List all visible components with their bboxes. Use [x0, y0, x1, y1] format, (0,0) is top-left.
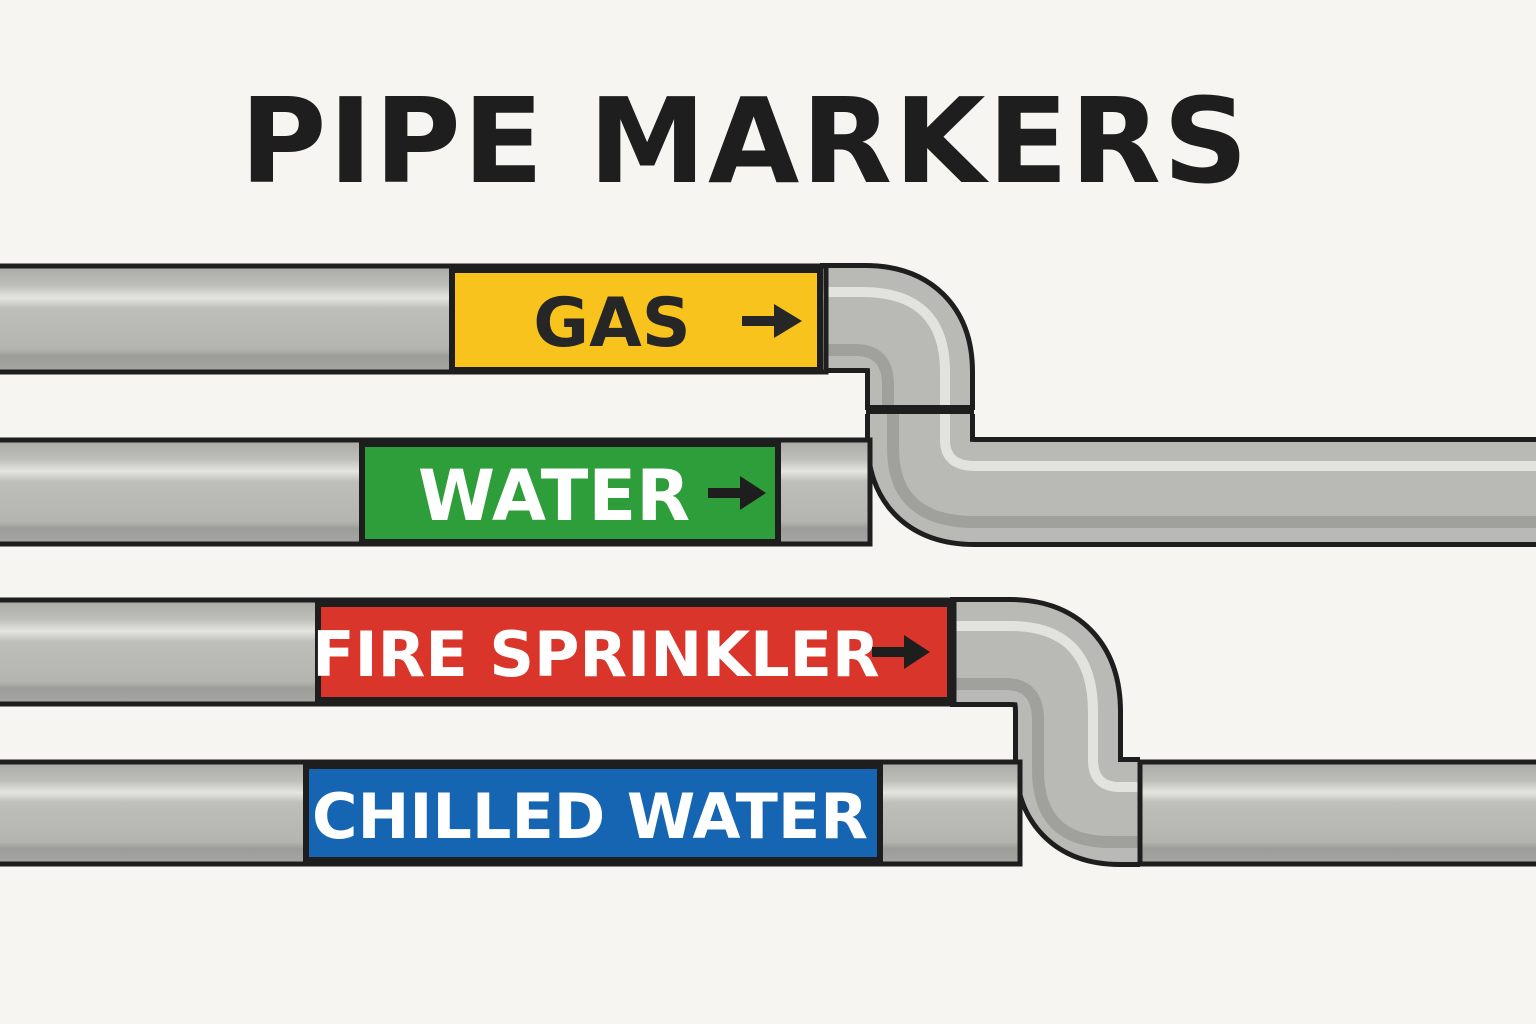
pipe-elbow-lower [950, 597, 1140, 867]
pipe-elbow-upper [820, 263, 1536, 547]
marker-gas-label: GAS [533, 284, 690, 363]
arrow-right-icon [708, 476, 766, 510]
marker-water-label: WATER [418, 455, 690, 537]
marker-chilled-water-band [303, 763, 883, 863]
marker-fire-sprinkler-band [315, 601, 953, 703]
arrow-right-icon [742, 304, 802, 338]
marker-gas: GAS [449, 267, 823, 373]
marker-chilled-water: CHILLED WATER [303, 763, 883, 863]
marker-fire-sprinkler: FIRE SPRINKLER [312, 601, 953, 703]
marker-chilled-water-label: CHILLED WATER [312, 780, 868, 853]
page-title: PIPE MARKERS [240, 72, 1250, 210]
marker-water: WATER [359, 441, 781, 545]
arrow-right-icon [872, 635, 930, 669]
marker-fire-sprinkler-label: FIRE SPRINKLER [312, 618, 880, 691]
